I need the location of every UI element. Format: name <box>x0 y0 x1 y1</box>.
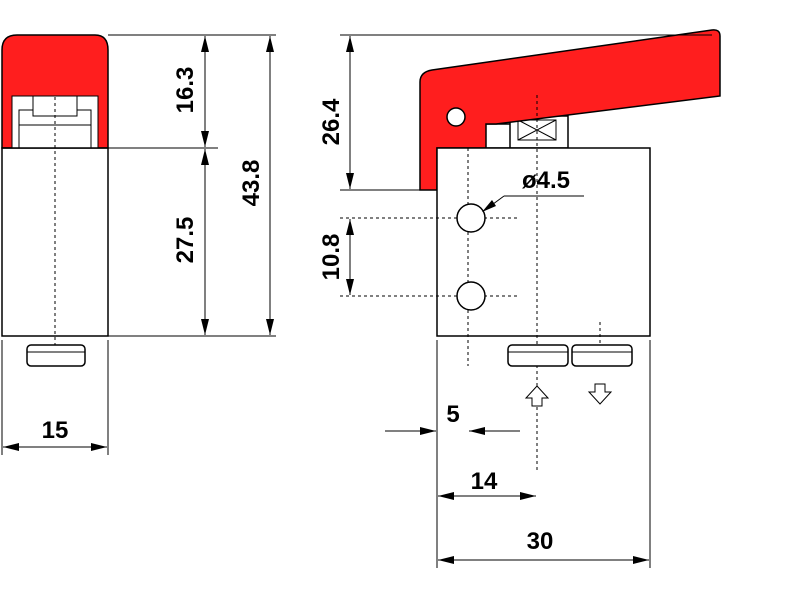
arrow-down-icon <box>587 383 613 405</box>
dim-front-port-offset: 14 <box>471 468 498 495</box>
side-view: 16.3 27.5 43.8 15 <box>1 34 276 455</box>
dim-front-hole-offset: 5 <box>446 401 459 428</box>
dim-front-hole-spacing: 10.8 <box>318 234 345 281</box>
dim-side-total: 43.8 <box>238 160 265 207</box>
dim-front-hole-diameter: ø4.5 <box>522 167 570 194</box>
side-connector <box>26 344 86 367</box>
front-lever <box>419 29 721 191</box>
lever-pivot-pin <box>446 107 466 127</box>
front-connector-right <box>571 344 633 367</box>
dim-side-top: 16.3 <box>172 67 199 114</box>
mounting-hole-lower <box>456 281 486 311</box>
mounting-hole-upper <box>456 203 486 233</box>
front-connector-left <box>507 344 569 367</box>
dim-front-lever-height: 26.4 <box>318 98 345 145</box>
dim-side-width: 15 <box>42 417 69 444</box>
dim-front-width: 30 <box>527 528 554 555</box>
front-view: 26.4 10.8 ø4.5 5 14 30 <box>318 29 721 568</box>
dim-side-bottom: 27.5 <box>172 217 199 264</box>
arrow-up-icon <box>524 385 550 407</box>
